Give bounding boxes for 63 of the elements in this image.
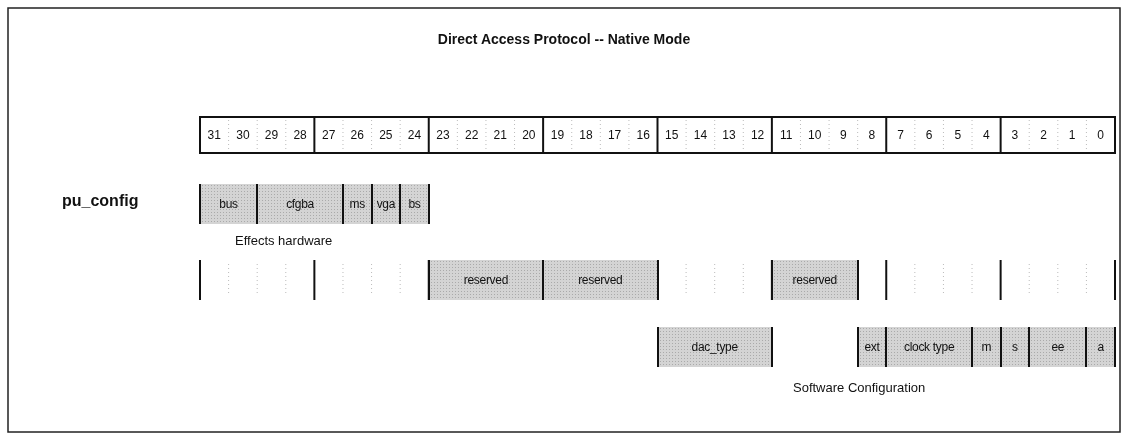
bit-number: 18 (579, 128, 593, 142)
group-caption: Software Configuration (793, 380, 926, 395)
field-name: reserved (578, 273, 623, 287)
bit-number: 20 (522, 128, 536, 142)
bit-number: 0 (1097, 128, 1105, 142)
bit-number: 3 (1011, 128, 1019, 142)
bit-number: 6 (925, 128, 933, 142)
field-name: reserved (792, 273, 837, 287)
field-name: ms (349, 197, 365, 211)
bit-field (656, 327, 773, 367)
field-name: m (981, 340, 992, 354)
bit-number: 14 (693, 128, 708, 142)
register-name: pu_config (62, 192, 139, 210)
bit-field (256, 184, 344, 224)
bit-field (1028, 327, 1088, 367)
bit-number: 5 (954, 128, 962, 142)
bit-number: 23 (436, 128, 450, 142)
field-name: reserved (463, 273, 509, 287)
bit-number: 12 (750, 128, 765, 142)
bit-number: 11 (779, 128, 793, 142)
diagram-title: Direct Access Protocol -- Native Mode (437, 31, 691, 47)
bit-number: 1 (1068, 128, 1076, 142)
bit-number: 27 (322, 128, 336, 142)
bit-number: 19 (550, 128, 565, 142)
bit-number: 30 (236, 128, 250, 142)
bit-field (542, 260, 659, 300)
field-name: bus (219, 197, 238, 211)
bit-number: 2 (1040, 128, 1047, 142)
field-name: ext (864, 340, 880, 354)
field-name: dac_type (691, 340, 738, 354)
bit-number: 22 (464, 128, 479, 142)
bit-field (770, 260, 859, 300)
bit-number: 10 (808, 128, 822, 142)
bit-field (1085, 327, 1116, 367)
bit-number: 13 (722, 128, 736, 142)
bit-number: 16 (636, 128, 650, 142)
bit-field (856, 327, 888, 367)
bit-number: 24 (407, 128, 422, 142)
bit-field (427, 260, 545, 300)
bit-number: 9 (840, 128, 847, 142)
bit-number: 7 (897, 128, 904, 142)
bit-number: 4 (983, 128, 990, 142)
bit-field (971, 327, 1002, 367)
field-name: clock type (903, 340, 955, 354)
bit-number: 26 (350, 128, 364, 142)
field-name: s (1012, 340, 1018, 354)
bit-number: 8 (868, 128, 876, 142)
bit-number: 15 (665, 128, 679, 142)
bit-number: 21 (493, 128, 507, 142)
bit-field (199, 184, 259, 224)
bit-field (399, 184, 430, 224)
field-name: ee (1051, 340, 1065, 354)
field-name: cfgba (286, 197, 314, 211)
field-name: a (1097, 340, 1104, 354)
bit-field (885, 327, 974, 367)
bit-number: 31 (207, 128, 221, 142)
bit-number: 29 (264, 128, 279, 142)
bit-number: 25 (379, 128, 393, 142)
field-name: vga (376, 197, 396, 211)
bit-number: 17 (607, 128, 622, 142)
group-caption: Effects hardware (235, 233, 333, 248)
field-name: bs (408, 197, 421, 211)
bit-number: 28 (293, 128, 307, 142)
